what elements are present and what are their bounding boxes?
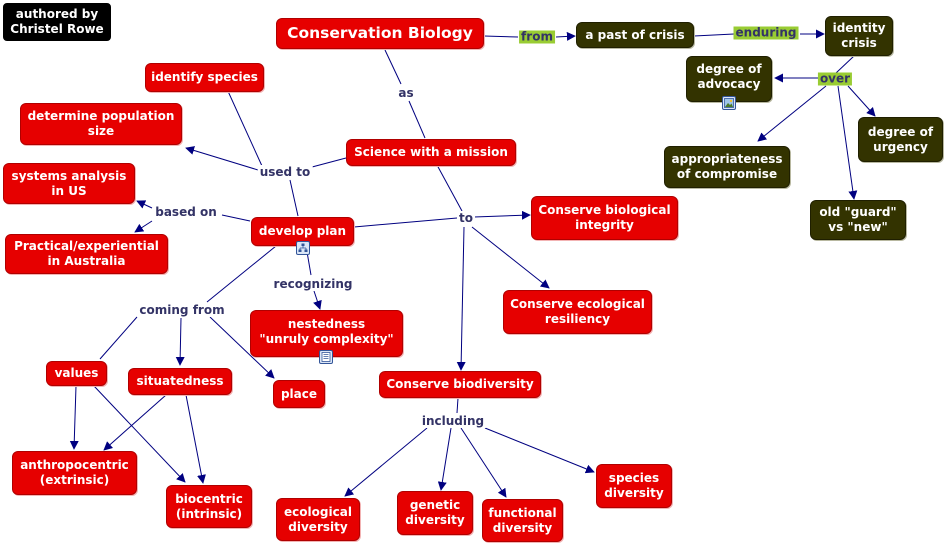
node-conserve-ecological-resiliency[interactable]: Conserve ecological resiliency [503, 290, 652, 334]
node-situatedness[interactable]: situatedness [128, 368, 232, 395]
author-credit: authored by Christel Rowe [3, 3, 111, 41]
node-conserve-biodiversity[interactable]: Conserve biodiversity [379, 371, 541, 398]
node-place[interactable]: place [273, 380, 325, 408]
node-degree-of-advocacy[interactable]: degree of advocacy [686, 56, 772, 102]
node-conserve-biological-integrity[interactable]: Conserve biological integrity [531, 196, 678, 240]
link-label-recognizing: recognizing [271, 277, 355, 291]
node-identify-species[interactable]: identify species [145, 63, 264, 92]
link-label-coming-from: coming from [137, 303, 227, 317]
node-science-with-a-mission[interactable]: Science with a mission [346, 139, 516, 166]
node-determine-population-size[interactable]: determine population size [20, 103, 182, 145]
node-biocentric[interactable]: biocentric (intrinsic) [166, 485, 252, 528]
link-label-as: as [396, 86, 416, 100]
node-conservation-biology[interactable]: Conservation Biology [276, 18, 484, 49]
node-old-guard-vs-new[interactable]: old "guard" vs "new" [810, 200, 906, 240]
image-icon[interactable] [722, 96, 736, 110]
node-identity-crisis[interactable]: identity crisis [825, 16, 893, 56]
node-values[interactable]: values [46, 361, 107, 386]
document-icon[interactable] [319, 350, 333, 364]
link-label-enduring: enduring [733, 25, 799, 40]
link-label-from: from [519, 29, 555, 44]
node-genetic-diversity[interactable]: genetic diversity [397, 491, 473, 535]
node-nestedness[interactable]: nestedness "unruly complexity" [250, 310, 403, 357]
node-anthropocentric[interactable]: anthropocentric (extrinsic) [12, 451, 137, 495]
link-label-to: to [457, 211, 475, 225]
node-degree-of-urgency[interactable]: degree of urgency [858, 117, 943, 162]
link-label-including: including [419, 414, 487, 428]
node-practical-australia[interactable]: Practical/experiential in Australia [5, 234, 168, 274]
node-ecological-diversity[interactable]: ecological diversity [276, 498, 360, 541]
concept-map-icon[interactable] [296, 241, 310, 255]
node-functional-diversity[interactable]: functional diversity [482, 499, 563, 542]
link-label-based-on: based on [153, 205, 219, 219]
node-appropriateness-of-compromise[interactable]: appropriateness of compromise [664, 146, 790, 188]
node-species-diversity[interactable]: species diversity [596, 464, 672, 508]
node-systems-analysis-us[interactable]: systems analysis in US [3, 163, 135, 204]
link-label-over: over [817, 71, 853, 86]
node-past-of-crisis[interactable]: a past of crisis [576, 22, 694, 48]
link-label-used-to: used to [257, 165, 313, 179]
